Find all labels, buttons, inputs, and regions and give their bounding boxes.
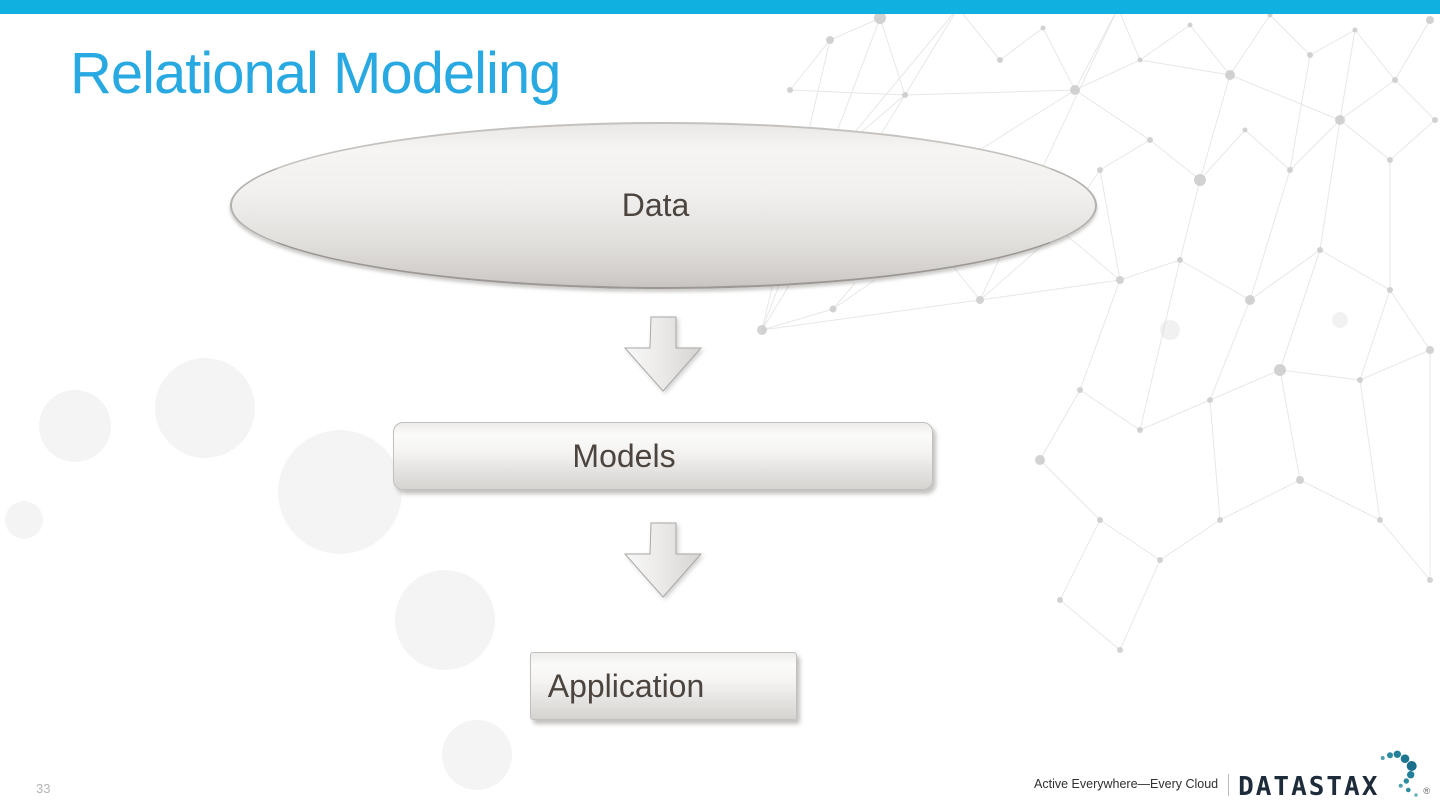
diagram-node-models-label: Models: [572, 437, 676, 474]
network-decoration: [757, 5, 1438, 653]
bg-circle: [39, 390, 111, 462]
registered-mark: ®: [1423, 786, 1430, 796]
diagram-node-application: Application: [530, 652, 797, 720]
diagram-node-data: Data: [230, 122, 1097, 289]
down-arrow-icon: [624, 316, 702, 392]
datastax-dots-icon: [1381, 750, 1419, 797]
bg-circle: [442, 720, 512, 790]
bg-circle: [395, 570, 495, 670]
bg-circle: [5, 501, 43, 539]
diagram-node-data-label: Data: [621, 187, 690, 223]
datastax-wordmark: DATASTAX: [1238, 772, 1380, 802]
accent-bar: [0, 0, 1440, 14]
diagram-node-models: Models: [393, 422, 933, 490]
bg-circle: [155, 358, 255, 458]
footer-brand: Active Everywhere—Every Cloud DATASTAX ®: [1034, 750, 1430, 802]
diagram-node-application-label: Application: [547, 667, 705, 704]
slide-title: Relational Modeling: [70, 41, 561, 106]
brand-tagline: Active Everywhere—Every Cloud: [1034, 777, 1219, 791]
page-number: 33: [36, 781, 51, 796]
bg-circle: [278, 430, 402, 554]
separator: [1228, 774, 1230, 796]
down-arrow-icon: [624, 522, 702, 598]
